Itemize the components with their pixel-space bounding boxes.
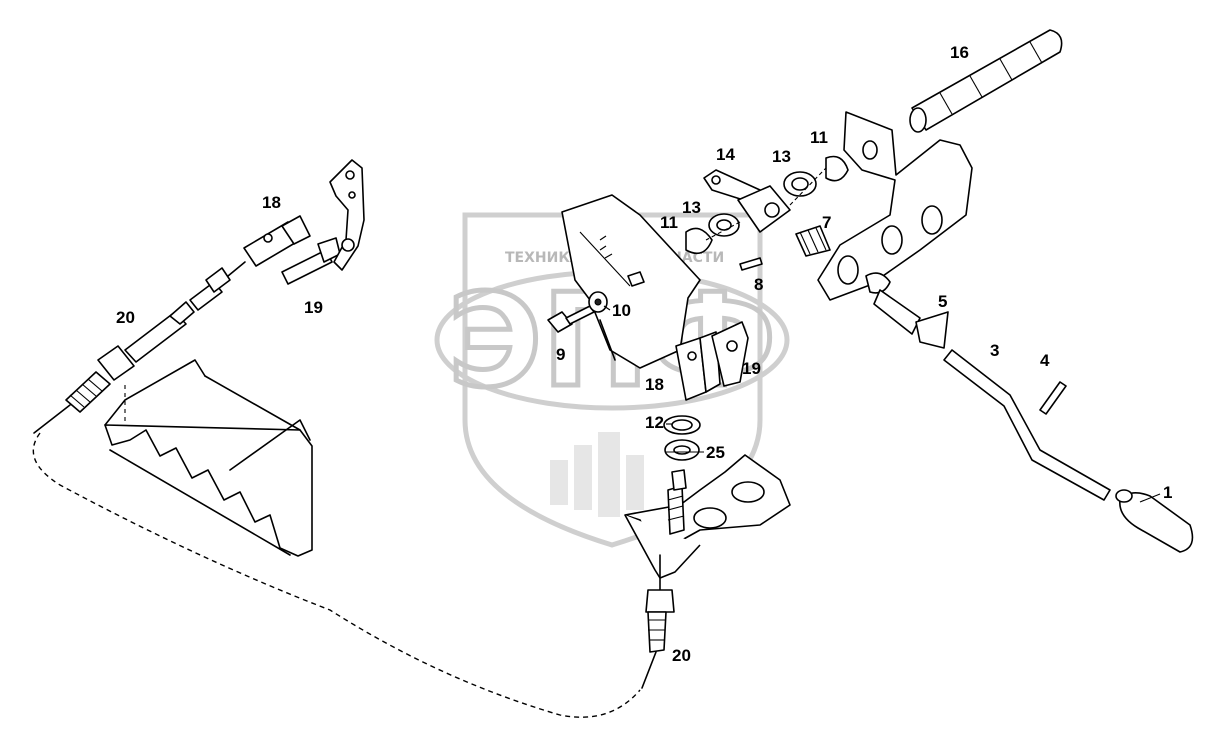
- handle-grip: [909, 29, 1063, 133]
- washer-stack: [663, 415, 701, 461]
- pivot-assembly: [685, 155, 849, 271]
- callout-9: 9: [556, 345, 565, 364]
- leader-lines: [603, 305, 1161, 503]
- callout-20a: 20: [116, 308, 135, 327]
- callout-11b: 11: [810, 128, 828, 147]
- callout-14: 14: [716, 145, 735, 164]
- watermark: ЭПФ ТЕХНИКА ЗАПЧАСТИ: [434, 212, 790, 548]
- callout-19b: 19: [742, 359, 761, 378]
- callout-12: 12: [645, 413, 664, 432]
- lower-cable: [641, 554, 675, 689]
- callout-10: 10: [612, 301, 631, 320]
- bolt-9: [547, 291, 608, 333]
- callout-18a: 18: [262, 193, 281, 212]
- lower-bracket: [624, 454, 791, 579]
- upper-bracket: [817, 111, 973, 301]
- watermark-buildings-icon: [550, 432, 644, 517]
- callout-3: 3: [990, 341, 999, 360]
- callout-7: 7: [822, 213, 831, 232]
- callout-1: 1: [1163, 483, 1172, 502]
- gate-rail: [104, 359, 313, 557]
- callout-18b: 18: [645, 375, 664, 394]
- callout-13b: 13: [772, 147, 791, 166]
- left-cable-assembly: [33, 159, 365, 434]
- callout-4: 4: [1040, 351, 1050, 370]
- lever-rod: [865, 272, 1194, 553]
- center-housing: [561, 194, 701, 369]
- callout-11a: 11: [660, 213, 678, 232]
- callout-8: 8: [754, 275, 763, 294]
- callout-25: 25: [706, 443, 725, 462]
- callout-16: 16: [950, 43, 969, 62]
- watermark-line1: ТЕХНИКА: [505, 250, 581, 266]
- callout-19a: 19: [304, 298, 323, 317]
- callout-5: 5: [938, 292, 947, 311]
- center-fork: [675, 321, 749, 401]
- cable-dashed-link: [32, 432, 641, 718]
- callout-13a: 13: [682, 198, 701, 217]
- callout-labels: 1 3 4 5 7 8 9 10 11 11 12 13 13 14 16 18…: [116, 43, 1172, 665]
- callout-20b: 20: [672, 646, 691, 665]
